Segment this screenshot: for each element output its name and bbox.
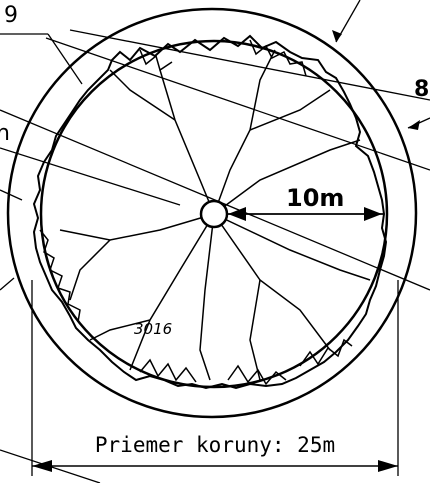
trunk-circle — [199, 199, 229, 229]
crown-diameter-label: Priemer koruny: 25m — [95, 433, 335, 457]
leader-arrow-right — [408, 120, 420, 130]
crown-outline — [32, 34, 388, 390]
radius-label: 10m — [286, 184, 344, 212]
branch-lines — [59, 49, 371, 381]
callout-9: 9 — [4, 3, 18, 28]
radius-arrow-left-icon — [228, 207, 246, 221]
callout-8: 8 — [414, 77, 429, 102]
tree-id-label: 3016 — [134, 320, 172, 338]
radius-arrow-right-icon — [364, 207, 382, 221]
leader-arrow-top — [332, 30, 342, 42]
diameter-arrow-right-icon — [378, 460, 398, 472]
diameter-arrow-left-icon — [32, 460, 52, 472]
outer-protection-circle — [6, 7, 418, 419]
callout-n: n — [0, 121, 10, 146]
